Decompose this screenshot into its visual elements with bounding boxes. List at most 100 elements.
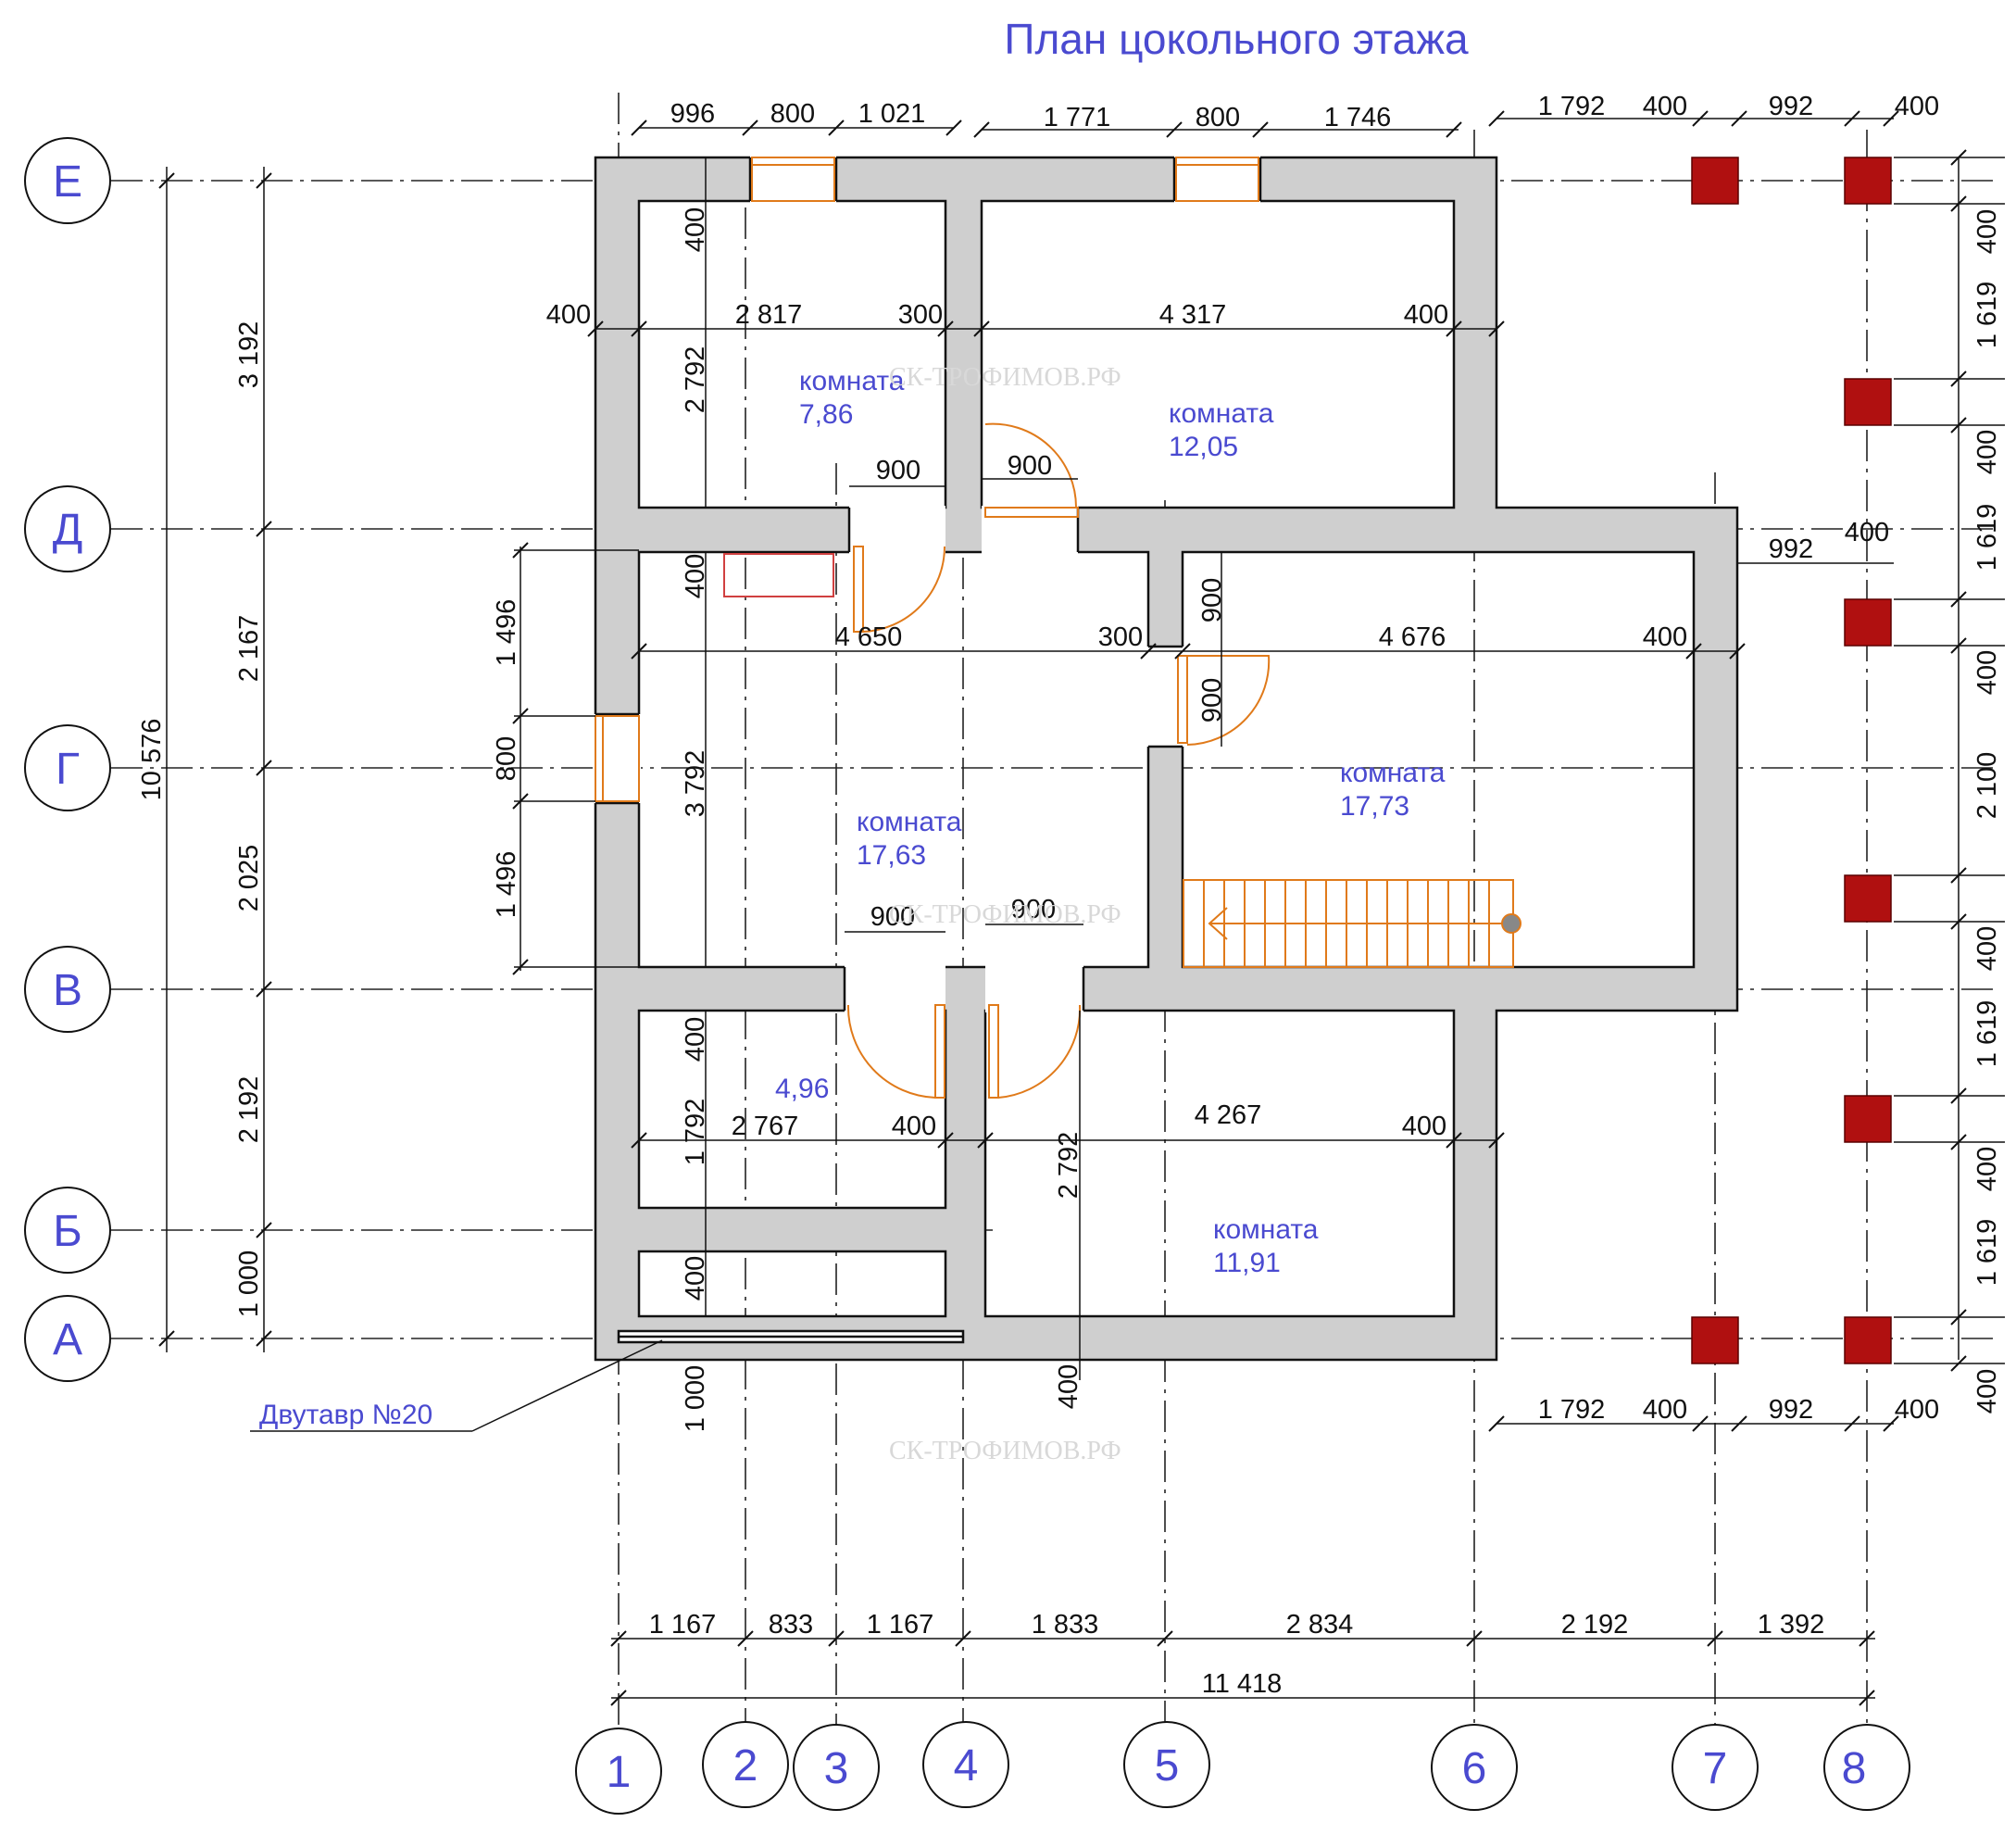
room-area: 11,91	[1213, 1248, 1281, 1278]
dim-text: 400	[1404, 300, 1448, 330]
axis-bubble-a	[24, 1295, 111, 1382]
tick	[631, 320, 647, 337]
axis-label-b: Б	[53, 1207, 82, 1256]
dimension-texts: 996 800 1 021 1 771 800 1 746 1 792 400 …	[137, 92, 2002, 1699]
room-name: комната	[857, 807, 962, 837]
door-swing-room6	[997, 1004, 1082, 1099]
room-name: комната	[1169, 398, 1274, 429]
axis-label-2: 2	[733, 1741, 758, 1791]
tick	[512, 793, 529, 810]
dim-text: 1 619	[1972, 1219, 2002, 1287]
tick	[1729, 643, 1746, 660]
axis-bubble-5	[1123, 1721, 1210, 1808]
dim-text: 2 792	[1054, 1132, 1083, 1200]
dim-text: 1 771	[1044, 103, 1111, 132]
room-name: комната	[799, 366, 905, 396]
room-area: 7,86	[799, 399, 853, 430]
tick	[1446, 1132, 1462, 1149]
door-leaf-room1	[853, 546, 864, 633]
dim-text: 800	[1196, 103, 1240, 132]
tick	[256, 760, 272, 776]
dim-text: 2 025	[234, 845, 264, 912]
door-swing-room1	[862, 546, 946, 633]
dim-text: 300	[898, 300, 943, 330]
dim-text: 400	[1054, 1364, 1083, 1409]
tick	[1692, 1415, 1709, 1432]
dim-text: 11 418	[1202, 1669, 1283, 1699]
room-area: 17,63	[857, 840, 926, 871]
row-axis-bubbles: Е Д Г В Б А	[24, 137, 111, 1382]
dim-text: 400	[1845, 518, 1889, 547]
axis-bubble-7	[1672, 1724, 1759, 1811]
tick	[1488, 1415, 1505, 1432]
axis-label-6: 6	[1462, 1744, 1487, 1793]
axis-label-3: 3	[824, 1744, 849, 1793]
tick	[828, 119, 845, 136]
dim-text: 400	[1972, 1369, 2002, 1414]
dim-text: 4 267	[1195, 1100, 1262, 1130]
dim-text: 2 792	[681, 346, 710, 414]
dim-text: 1 496	[492, 851, 521, 919]
axis-label-4: 4	[954, 1741, 979, 1791]
dim-text: 2 192	[1561, 1610, 1629, 1640]
tick	[937, 320, 954, 337]
tick	[1883, 1415, 1899, 1432]
tick	[610, 1630, 627, 1647]
dim-text: 900	[870, 902, 915, 932]
axis-label-1: 1	[607, 1748, 632, 1797]
tick	[1844, 1415, 1860, 1432]
tick	[256, 981, 272, 998]
dim-text: 400	[546, 300, 591, 330]
tick	[512, 708, 529, 724]
tick	[631, 119, 647, 136]
dim-text: 400	[1643, 622, 1687, 652]
tick	[937, 1132, 954, 1149]
dim-text: 400	[1972, 1147, 2002, 1191]
dim-text: 2 192	[234, 1076, 264, 1144]
dim-text: 1 496	[492, 599, 521, 667]
plan-title: План цокольного этажа	[1004, 15, 1469, 63]
tick	[610, 1690, 627, 1706]
axis-bubble-2	[702, 1721, 789, 1808]
room-name: комната	[1340, 758, 1446, 788]
dim-text: 300	[1098, 622, 1143, 652]
dim-text: 400	[1643, 92, 1687, 121]
tick	[973, 320, 990, 337]
column	[1844, 598, 1892, 647]
dim-text: 1 833	[1032, 1610, 1099, 1640]
axis-label-5: 5	[1155, 1741, 1180, 1791]
axis-bubble-e	[24, 137, 111, 224]
dimension-lines	[166, 118, 1960, 1699]
column	[1844, 378, 1892, 426]
stair-arrow-head	[1208, 907, 1228, 940]
axis-label-a: А	[53, 1315, 82, 1364]
dim-text: 900	[876, 456, 920, 485]
dim-text: 1 000	[681, 1365, 710, 1433]
dim-text: 2 767	[732, 1112, 799, 1141]
i-beam: Двутавр №20	[250, 1329, 965, 1432]
dim-text: 900	[1197, 578, 1227, 622]
tick	[256, 521, 272, 537]
tick	[828, 1630, 845, 1647]
axis-bubble-4	[922, 1721, 1009, 1808]
door-leaf-room2	[984, 507, 1079, 518]
column	[1844, 1095, 1892, 1143]
tick	[977, 1132, 994, 1149]
door-swing-room2	[984, 422, 1078, 509]
dim-text: 400	[1972, 430, 2002, 474]
dim-text: 900	[1197, 678, 1227, 723]
tick	[1174, 643, 1191, 660]
tick	[1252, 121, 1269, 138]
door-opening-room1	[849, 506, 945, 554]
door-swing-room4	[1186, 655, 1271, 746]
dim-text: 400	[681, 1256, 710, 1301]
axis-label-e: Е	[53, 157, 82, 207]
tick	[1166, 121, 1183, 138]
tick	[1731, 110, 1747, 127]
tick	[742, 119, 758, 136]
watermarks: СК-ТРОФИМОВ.РФ СК-ТРОФИМОВ.РФ СК-ТРОФИМО…	[889, 363, 1121, 1465]
dim-text: 4 650	[835, 622, 903, 652]
axis-bubble-b	[24, 1187, 111, 1274]
axis-label-7: 7	[1703, 1744, 1728, 1793]
dim-text: 900	[1011, 895, 1056, 924]
